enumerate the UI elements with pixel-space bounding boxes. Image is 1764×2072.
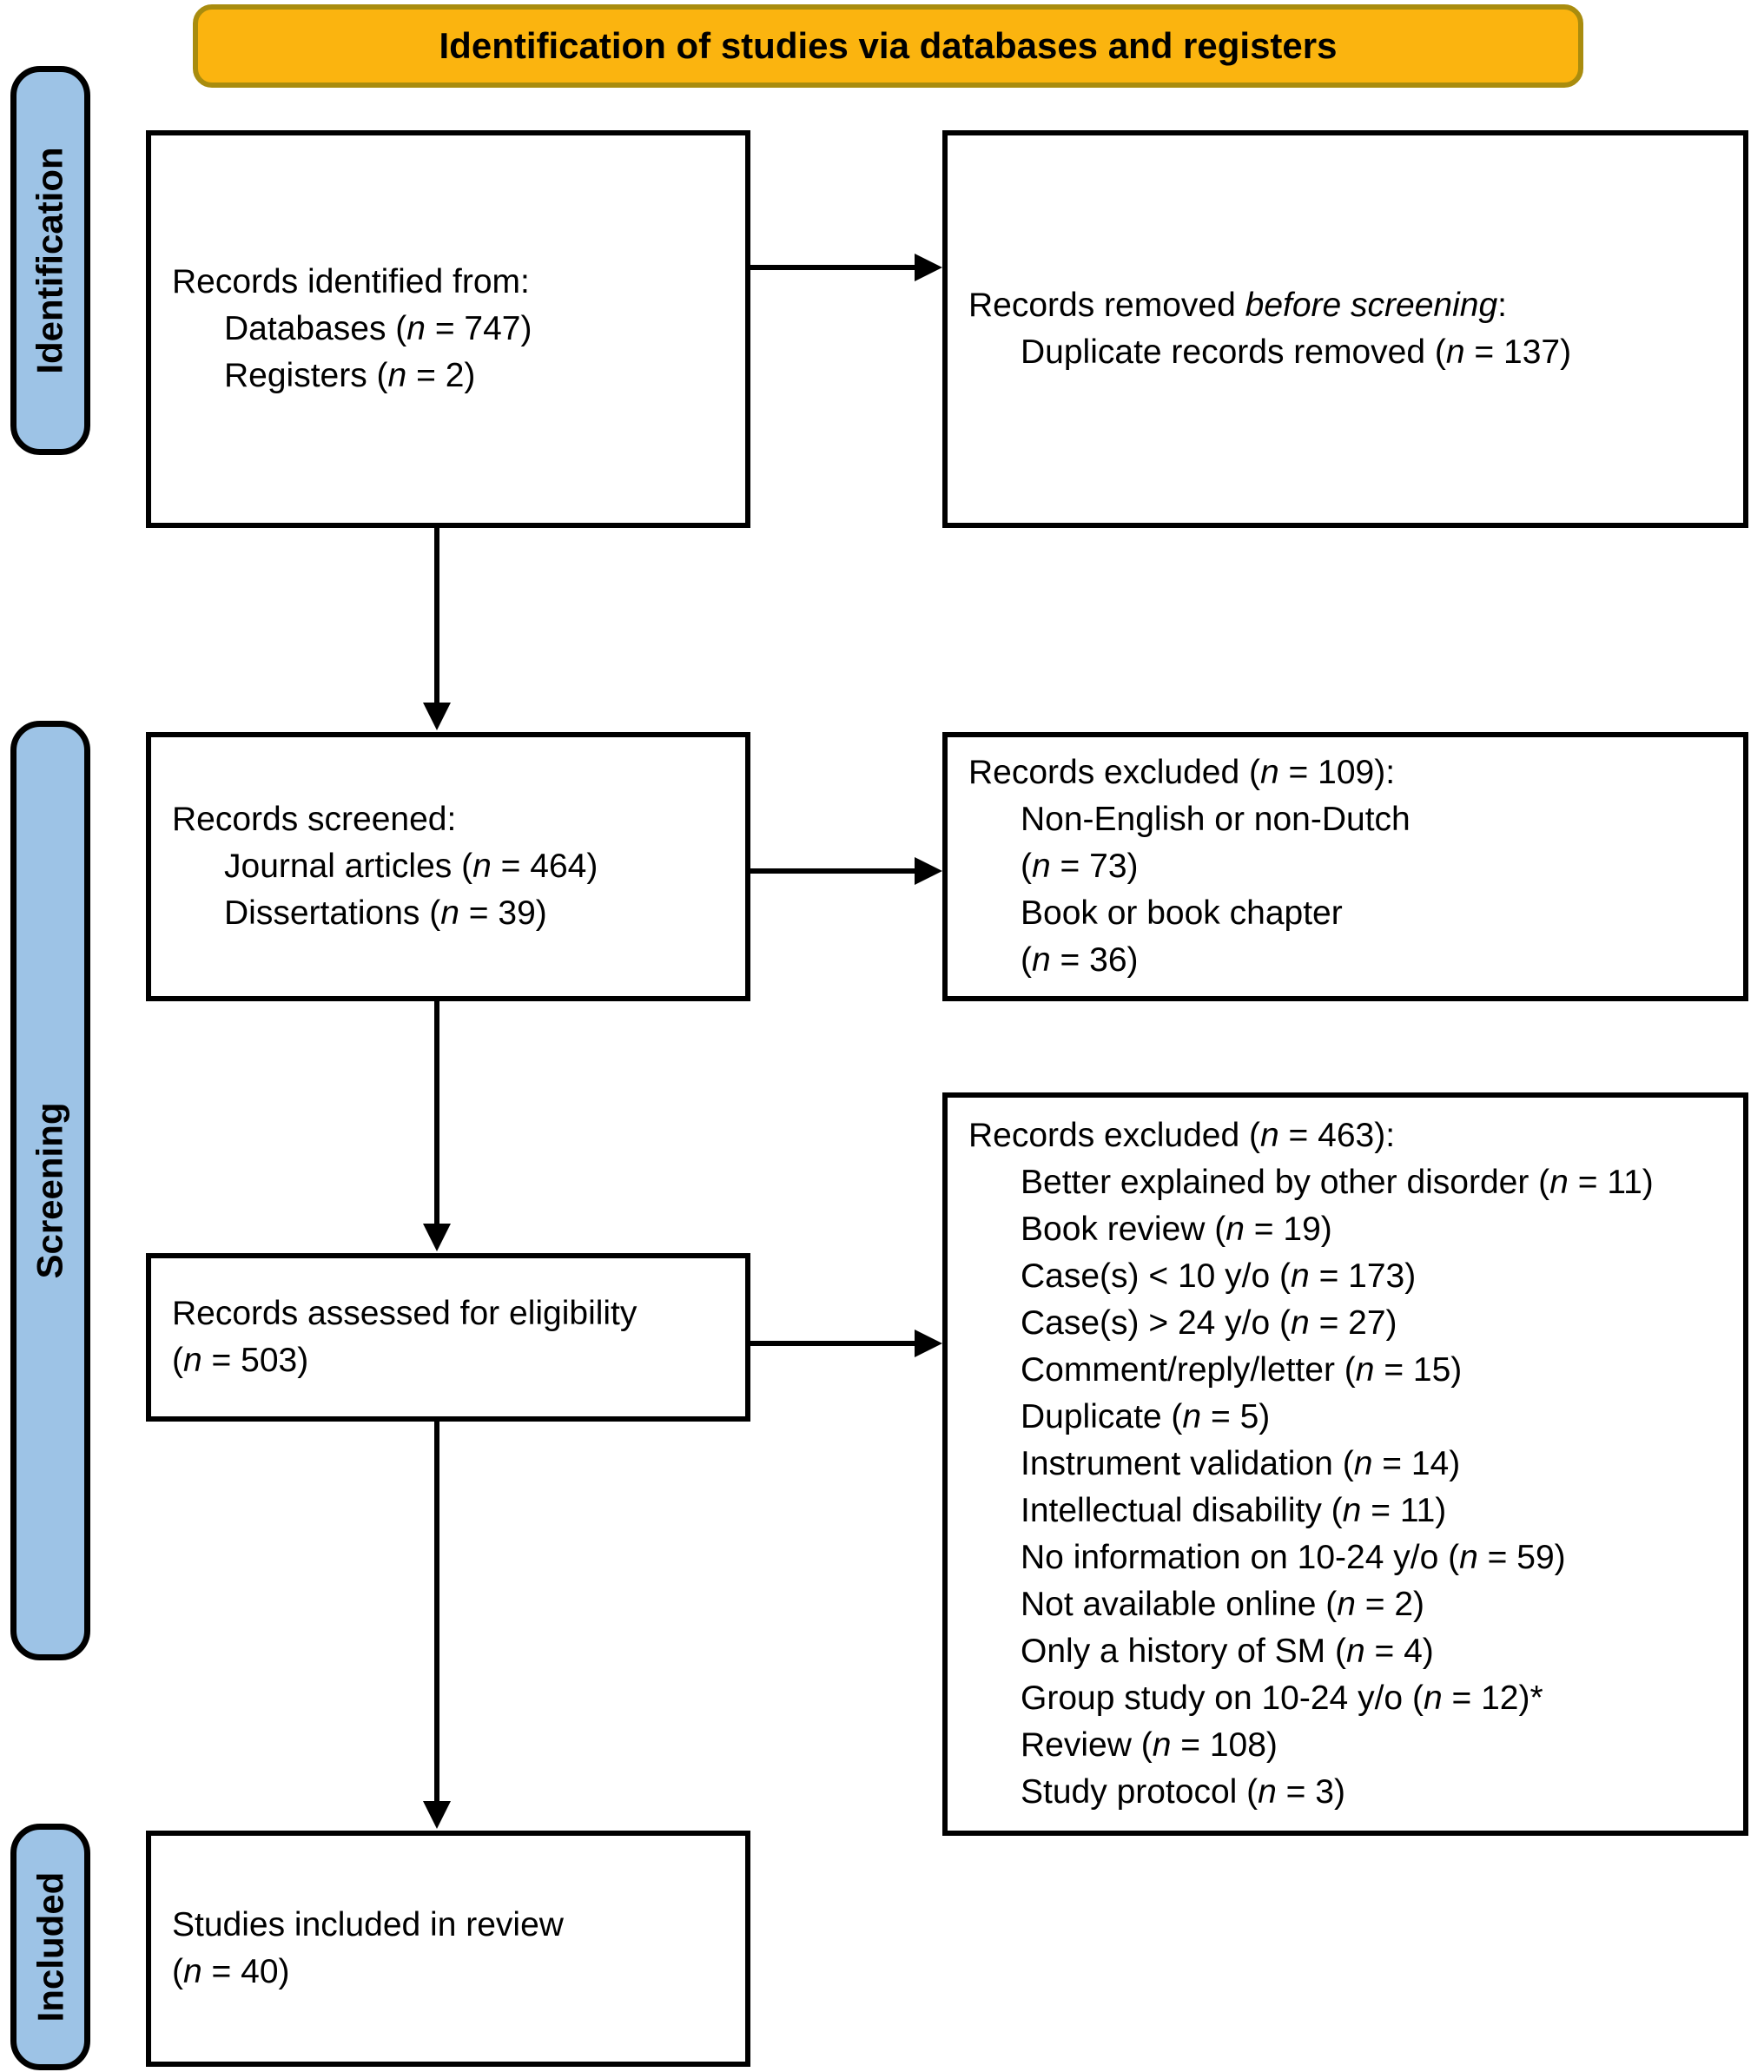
- box-text-line: Only a history of SM (n = 4): [1021, 1633, 1434, 1670]
- stage-bar-included: Included: [10, 1824, 90, 2070]
- box-records-excluded-screening: Records excluded (n = 109): Non-English o…: [942, 732, 1748, 1001]
- box-text-line: Databases (n = 747): [224, 310, 532, 347]
- box-records-excluded-eligibility: Records excluded (n = 463): Better explai…: [942, 1092, 1748, 1836]
- stage-label-identification: Identification: [30, 147, 70, 374]
- banner: Identification of studies via databases …: [193, 4, 1583, 88]
- box-text-line: Records identified from:: [172, 263, 530, 300]
- box-text-line: Case(s) > 24 y/o (n = 27): [1021, 1304, 1397, 1342]
- box-text-line: Comment/reply/letter (n = 15): [1021, 1351, 1463, 1389]
- box-text-line: Review (n = 108): [1021, 1726, 1278, 1764]
- box-records-assessed: Records assessed for eligibility (n = 503…: [146, 1253, 750, 1422]
- box-text-line: (n = 36): [1021, 941, 1139, 979]
- arrow-screened-to-assessed: [423, 1001, 451, 1251]
- box-text-line: (n = 40): [172, 1953, 290, 1990]
- box-text-line: No information on 10-24 y/o (n = 59): [1021, 1539, 1566, 1576]
- banner-title: Identification of studies via databases …: [439, 25, 1338, 66]
- stage-bar-screening: Screening: [10, 721, 90, 1660]
- box-text-line: Registers (n = 2): [224, 357, 476, 394]
- box-text-line: Study protocol (n = 3): [1021, 1773, 1345, 1811]
- box-text-line: Intellectual disability (n = 11): [1021, 1492, 1447, 1529]
- box-text-line: (n = 503): [172, 1342, 309, 1379]
- box-text-line: Duplicate (n = 5): [1021, 1398, 1271, 1435]
- box-text-line: Studies included in review: [172, 1906, 564, 1943]
- box-text-line: Better explained by other disorder (n = …: [1021, 1164, 1654, 1201]
- box-text-line: Case(s) < 10 y/o (n = 173): [1021, 1257, 1417, 1295]
- arrow-identified-to-removed: [750, 254, 942, 281]
- box-text-line: Dissertations (n = 39): [224, 894, 547, 932]
- box-text-line: Records excluded (n = 109):: [968, 754, 1396, 791]
- box-text-line: Book or book chapter: [1021, 894, 1343, 932]
- stage-bar-identification: Identification: [10, 66, 90, 455]
- stage-label-screening: Screening: [30, 1102, 71, 1279]
- box-text-line: Journal articles (n = 464): [224, 848, 598, 885]
- box-text-line: Group study on 10-24 y/o (n = 12)*: [1021, 1679, 1543, 1717]
- arrow-assessed-to-included: [423, 1422, 451, 1829]
- box-text-line: Records removed before screening:: [968, 287, 1508, 324]
- box-text-line: Non-English or non-Dutch: [1021, 801, 1411, 838]
- box-text-line: Duplicate records removed (n = 137): [1021, 333, 1572, 371]
- arrow-screened-to-excluded: [750, 857, 942, 885]
- box-text-line: (n = 73): [1021, 848, 1139, 885]
- box-text-line: Records screened:: [172, 801, 457, 838]
- box-text-line: Instrument validation (n = 14): [1021, 1445, 1461, 1482]
- box-studies-included: Studies included in review (n = 40): [146, 1831, 750, 2067]
- box-records-removed-before-screening: Records removed before screening: Duplica…: [942, 130, 1748, 528]
- box-records-screened: Records screened: Journal articles (n = 4…: [146, 732, 750, 1001]
- stage-label-included: Included: [30, 1871, 70, 2023]
- arrow-assessed-to-excluded: [750, 1330, 942, 1357]
- box-text-line: Book review (n = 19): [1021, 1211, 1332, 1248]
- box-text-line: Not available online (n = 2): [1021, 1586, 1425, 1623]
- box-text-line: Records excluded (n = 463):: [968, 1117, 1396, 1154]
- box-text-line: Records assessed for eligibility: [172, 1295, 638, 1332]
- arrow-identified-to-screened: [423, 528, 451, 730]
- box-records-identified: Records identified from: Databases (n = 7…: [146, 130, 750, 528]
